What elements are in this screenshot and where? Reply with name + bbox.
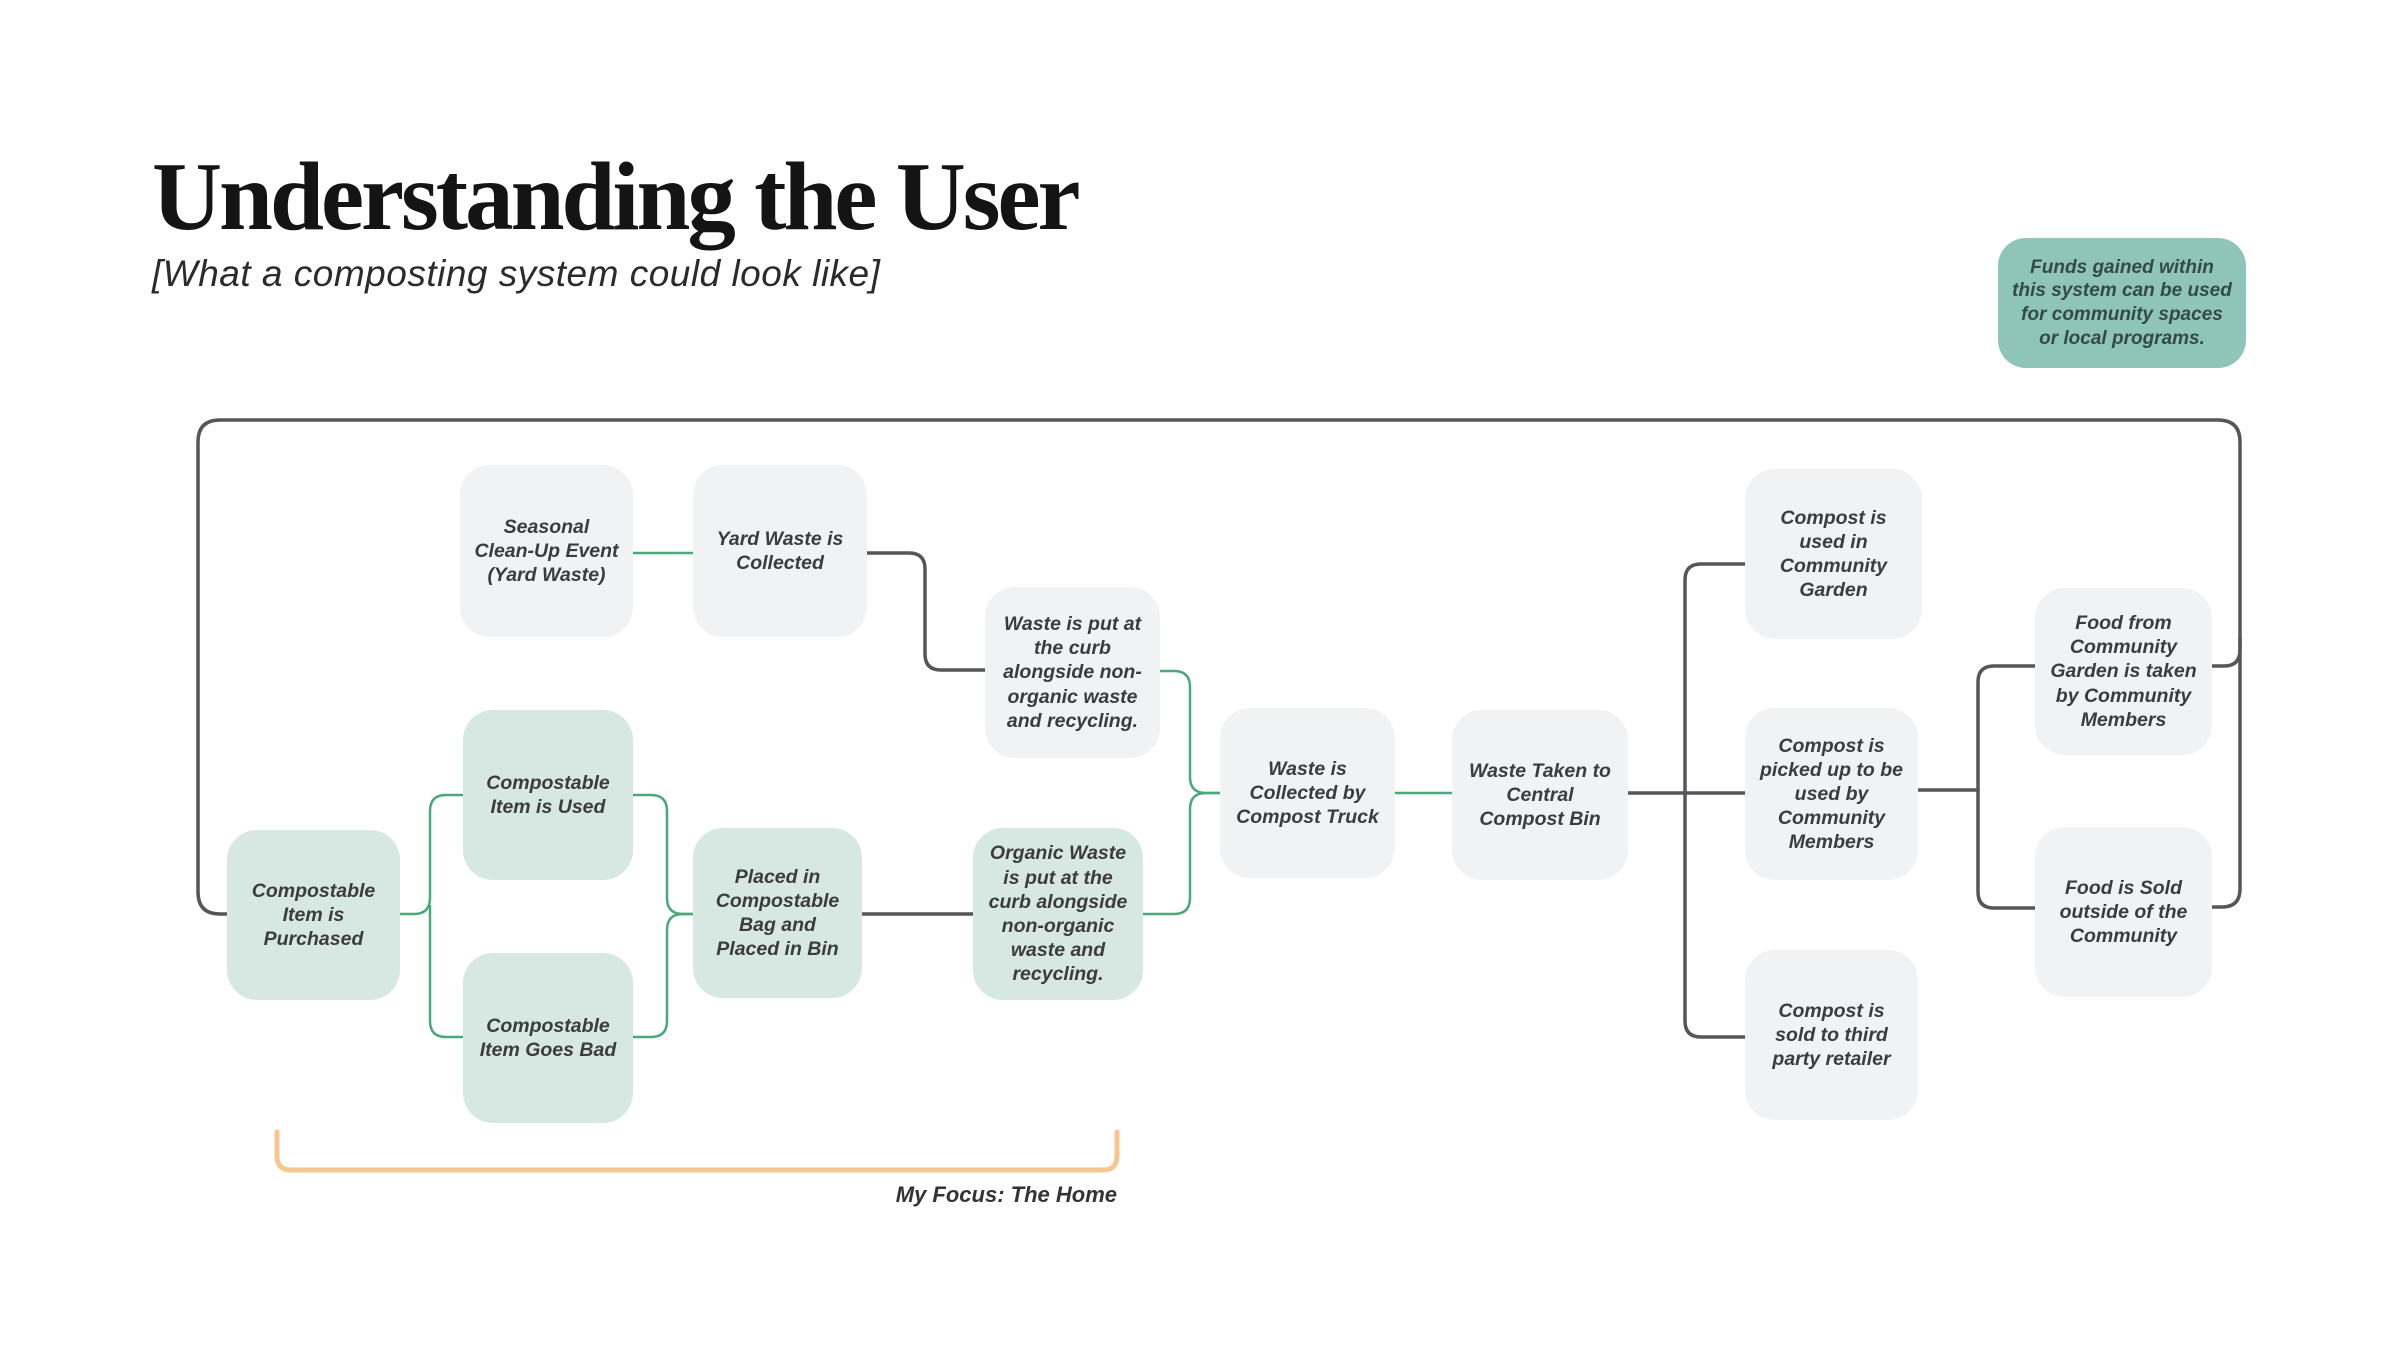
node-compost-used-community-garden: Compost is used in Community Garden: [1745, 469, 1922, 639]
edge-yard-to-curb: [865, 551, 987, 672]
edge-food-garden-to-loop: [2210, 636, 2242, 668]
page-subtitle: [What a composting system could look lik…: [152, 252, 881, 294]
node-compostable-item-goes-bad: Compostable Item Goes Bad: [463, 953, 633, 1123]
edge-bin-to-retailer: [1683, 791, 1747, 1039]
node-waste-put-at-curb: Waste is put at the curb alongside non-o…: [985, 587, 1160, 758]
edge-purchased-to-used: [398, 793, 465, 916]
node-waste-taken-central-bin: Waste Taken to Central Compost Bin: [1452, 710, 1628, 880]
edge-bin-to-garden: [1683, 562, 1747, 795]
funds-note: Funds gained within this system can be u…: [1998, 238, 2246, 368]
node-food-sold-outside: Food is Sold outside of the Community: [2035, 827, 2212, 997]
edge-picked-to-food-sold: [1976, 788, 2037, 910]
edge-picked-to-food-garden: [1976, 664, 2037, 792]
node-compostable-item-used: Compostable Item is Used: [463, 710, 633, 880]
edge-outer-loop: [196, 418, 2242, 916]
edge-curb-to-truck: [1158, 669, 1222, 795]
focus-label: My Focus: The Home: [895, 1182, 1117, 1207]
edge-purchased-to-goesbad: [428, 904, 465, 1039]
edge-organic-to-truck: [1141, 791, 1222, 916]
edge-used-to-bag: [631, 793, 695, 916]
edge-goesbad-to-bag: [631, 912, 695, 1039]
dark-connectors: [196, 418, 2242, 1039]
node-compost-sold-retailer: Compost is sold to third party retailer: [1745, 950, 1918, 1120]
node-placed-in-compostable-bag: Placed in Compostable Bag and Placed in …: [693, 828, 862, 998]
node-compostable-item-purchased: Compostable Item is Purchased: [227, 830, 400, 1000]
title-block: Understanding the User [What a compostin…: [152, 143, 1081, 295]
node-yard-waste-collected: Yard Waste is Collected: [693, 465, 867, 637]
node-food-from-garden-taken: Food from Community Garden is taken by C…: [2035, 588, 2212, 755]
page-title: Understanding the User: [152, 143, 1081, 250]
node-waste-collected-by-truck: Waste is Collected by Compost Truck: [1220, 708, 1395, 878]
node-compost-picked-up-members: Compost is picked up to be used by Commu…: [1745, 708, 1918, 880]
green-connectors: [398, 551, 1454, 1039]
node-seasonal-cleanup-event: Seasonal Clean-Up Event (Yard Waste): [460, 465, 633, 637]
focus-bracket: [274, 1129, 1120, 1173]
node-organic-waste-put-at-curb: Organic Waste is put at the curb alongsi…: [973, 828, 1143, 1000]
